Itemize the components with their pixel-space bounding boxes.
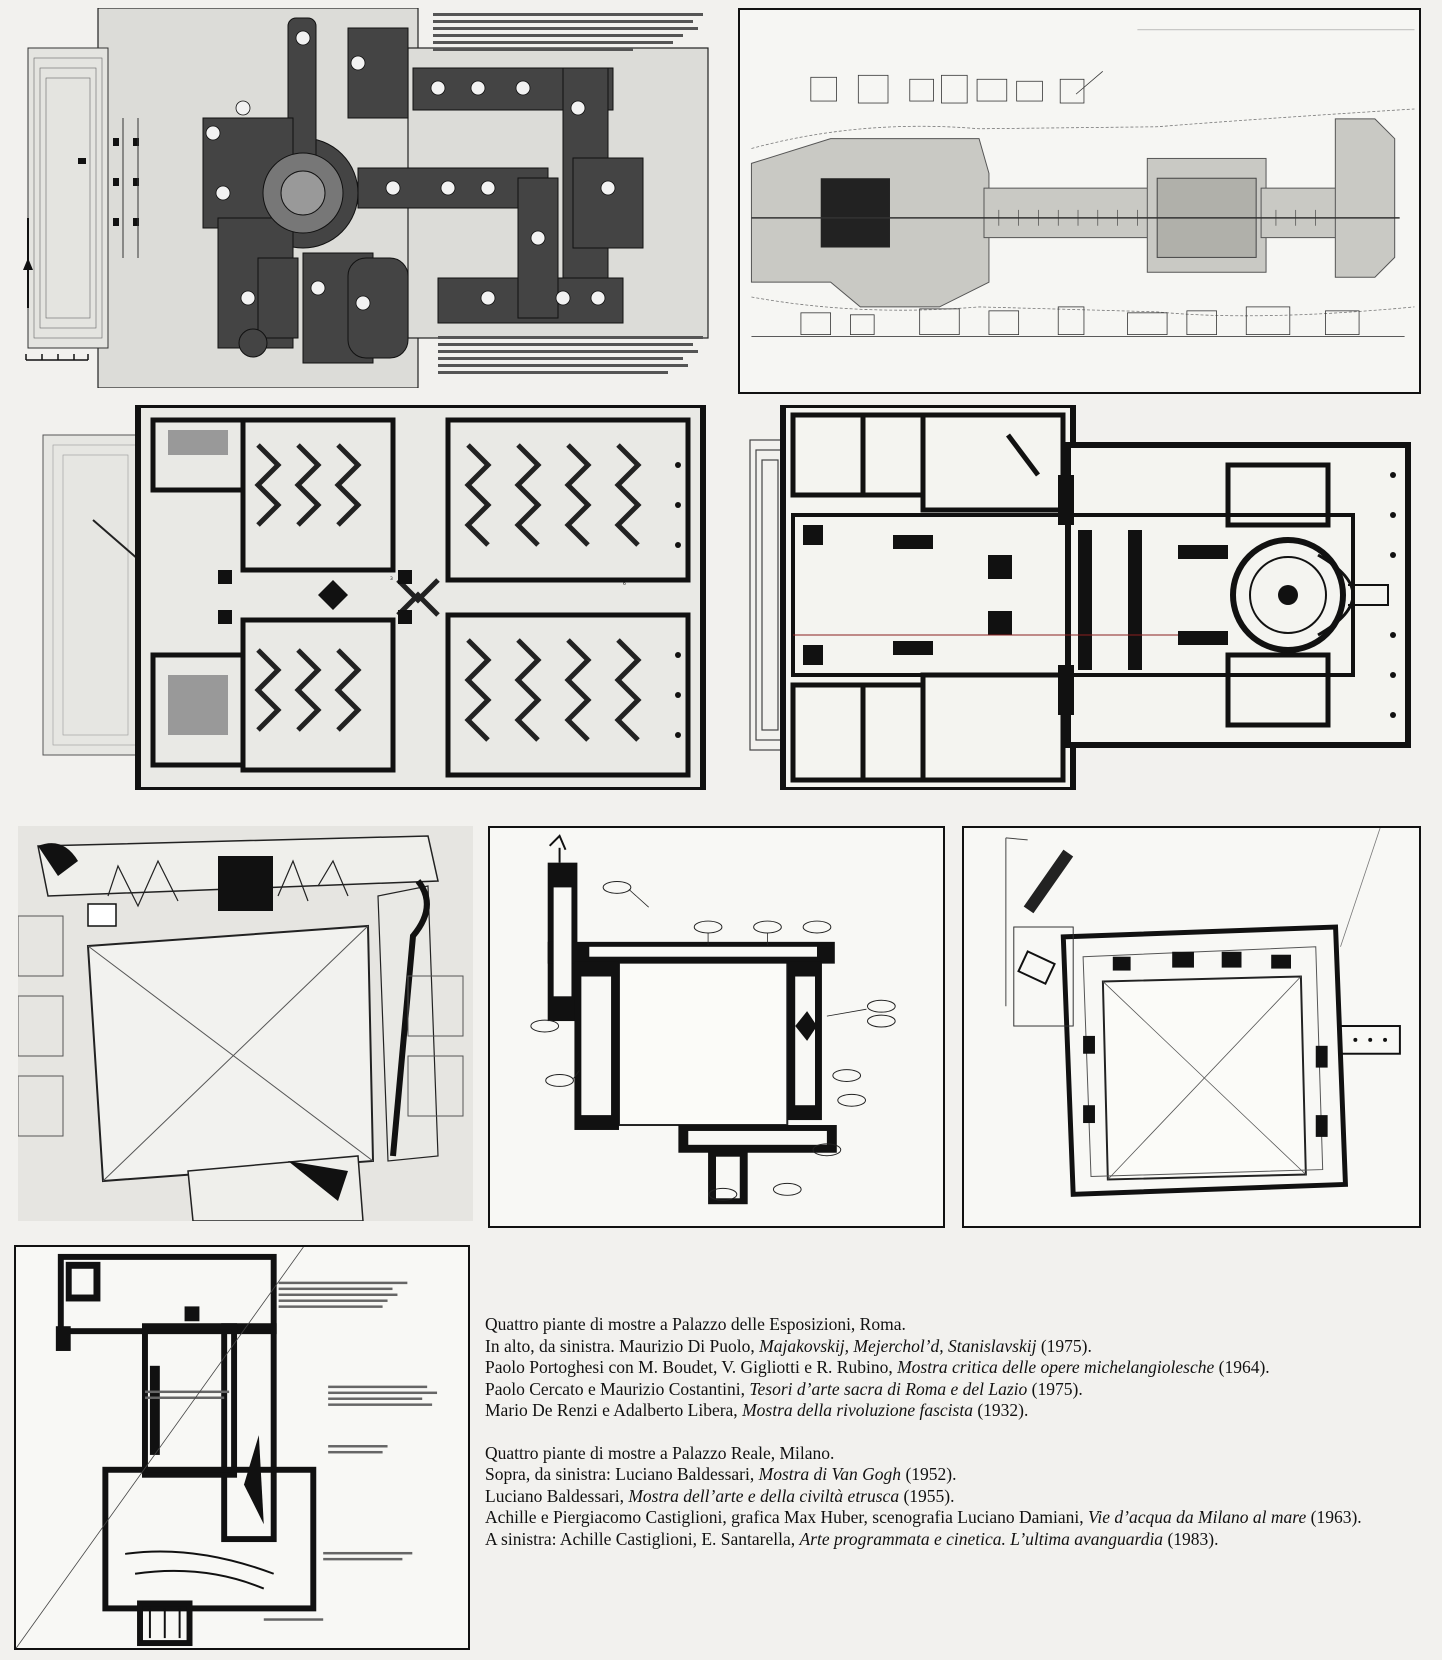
caption-milano-item-0: Sopra, da sinistra: Luciano Baldessari, … <box>485 1464 957 1484</box>
plan-vie-d-acqua-drawing <box>964 828 1419 1226</box>
caption-roma-heading: Quattro piante di mostre a Palazzo delle… <box>485 1314 906 1334</box>
plan-vie-d-acqua <box>962 826 1421 1228</box>
room-number-3: 3 <box>390 576 393 582</box>
plan-tesori-arte-sacra-drawing: 3 6 <box>18 405 718 790</box>
caption-roma-item-0: In alto, da sinistra. Maurizio Di Puolo,… <box>485 1335 1092 1356</box>
plan-arte-etrusca <box>488 826 945 1228</box>
plan-majakovskij <box>18 8 718 388</box>
plan-michelangiolesche-drawing <box>741 10 1418 392</box>
caption-milano-item-3: A sinistra: Achille Castiglioni, E. Sant… <box>485 1528 1219 1549</box>
caption-roma-item-3: Mario De Renzi e Adalberto Libera, Mostr… <box>485 1400 1029 1420</box>
caption-milano-item-1: Luciano Baldessari, Mostra dell’arte e d… <box>485 1485 955 1506</box>
plan-van-gogh-drawing <box>18 826 473 1221</box>
plan-arte-etrusca-drawing <box>490 828 943 1226</box>
plan-van-gogh <box>18 826 473 1221</box>
caption-milano-heading: Quattro piante di mostre a Palazzo Reale… <box>485 1442 835 1463</box>
figure-caption: Quattro piante di mostre a Palazzo delle… <box>485 1314 1420 1550</box>
caption-roma-item-2: Paolo Cercato e Maurizio Costantini, Tes… <box>485 1378 1083 1399</box>
plan-arte-programmata <box>14 1245 470 1650</box>
plan-rivoluzione-fascista <box>748 405 1421 790</box>
caption-roma-item-1: Paolo Portoghesi con M. Boudet, V. Gigli… <box>485 1357 1270 1377</box>
plan-majakovskij-drawing <box>18 8 718 388</box>
caption-roma: Quattro piante di mostre a Palazzo delle… <box>485 1314 1420 1422</box>
caption-milano: Quattro piante di mostre a Palazzo Reale… <box>485 1443 1420 1551</box>
plan-michelangiolesche <box>738 8 1421 394</box>
caption-milano-item-2: Achille e Piergiacomo Castiglioni, grafi… <box>485 1507 1362 1527</box>
plan-rivoluzione-fascista-drawing <box>748 405 1421 790</box>
plan-arte-programmata-drawing <box>16 1247 468 1648</box>
room-number-6: 6 <box>623 581 626 587</box>
plan-tesori-arte-sacra: 3 6 <box>18 405 718 790</box>
